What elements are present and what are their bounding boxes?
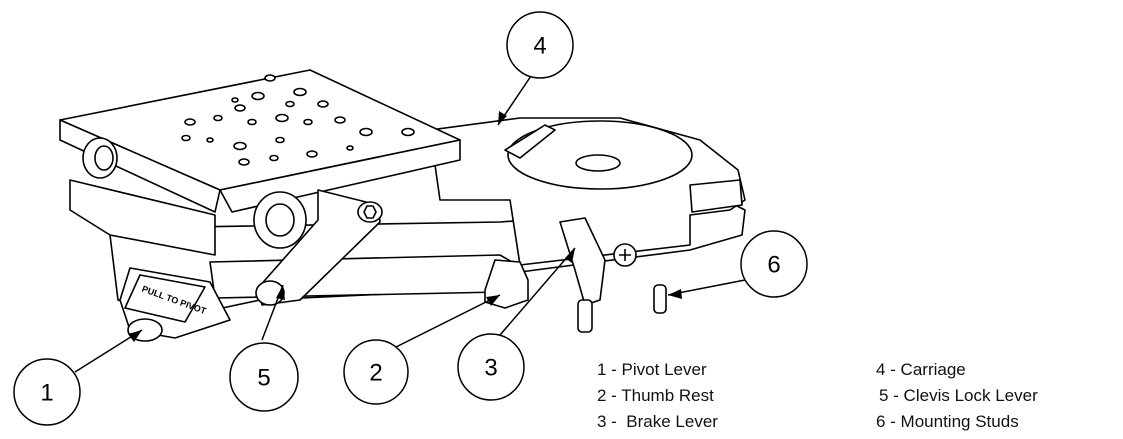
callout-circle-1 xyxy=(13,358,81,426)
carriage-flat xyxy=(689,179,743,213)
callout-circle-3 xyxy=(457,333,525,401)
plate-bracket xyxy=(69,179,216,256)
arrowhead-2 xyxy=(486,295,500,306)
callout-numbers: 1 2 3 4 5 6 xyxy=(40,33,780,407)
leader-arrowheads xyxy=(128,111,682,342)
clevis-boss-inner xyxy=(265,203,295,237)
arrowhead-4 xyxy=(498,111,507,125)
callout-number-1: 1 xyxy=(40,380,53,407)
callout-number-3: 3 xyxy=(484,355,497,382)
arrowhead-6 xyxy=(668,289,682,299)
plate-holes xyxy=(181,74,415,166)
clevis-lever-hex xyxy=(363,205,377,219)
arrowhead-5 xyxy=(276,285,285,300)
side-roller-inner xyxy=(94,145,114,171)
device-drawing: PULL TO PIVOT xyxy=(59,69,746,342)
pivot-lever-label-plate xyxy=(124,274,206,323)
arrowhead-1 xyxy=(128,330,142,342)
callout-circle-2 xyxy=(343,339,409,405)
callouts xyxy=(13,11,808,426)
carriage-slot xyxy=(504,124,556,159)
arrowhead-3 xyxy=(565,248,575,263)
leader-line-2 xyxy=(389,294,501,351)
brake-lever-screw-slot xyxy=(619,249,631,261)
legend-item-thumb-rest: 2 - Thumb Rest xyxy=(597,386,714,405)
callout-circle-4 xyxy=(506,11,574,79)
legend-item-pivot-lever: 1 - Pivot Lever xyxy=(597,360,707,379)
callout-circle-5 xyxy=(229,342,299,412)
callout-number-4: 4 xyxy=(533,33,546,60)
callout-number-6: 6 xyxy=(767,252,780,279)
leader-line-3 xyxy=(499,247,576,336)
legend-item-clevis-lock-lever: 5 - Clevis Lock Lever xyxy=(879,386,1038,405)
legend-item-carriage: 4 - Carriage xyxy=(876,360,966,379)
callout-circle-6 xyxy=(740,230,808,298)
brake-lever xyxy=(559,217,606,306)
legend-item-brake-lever: 3 - Brake Lever xyxy=(597,412,718,431)
callout-number-5: 5 xyxy=(257,365,270,392)
callout-number-2: 2 xyxy=(369,360,382,387)
carriage-disc-center xyxy=(575,154,621,172)
mounting-stud xyxy=(653,284,667,314)
legend-item-mounting-studs: 6 - Mounting Studs xyxy=(876,412,1019,431)
mounting-stud xyxy=(577,299,593,333)
